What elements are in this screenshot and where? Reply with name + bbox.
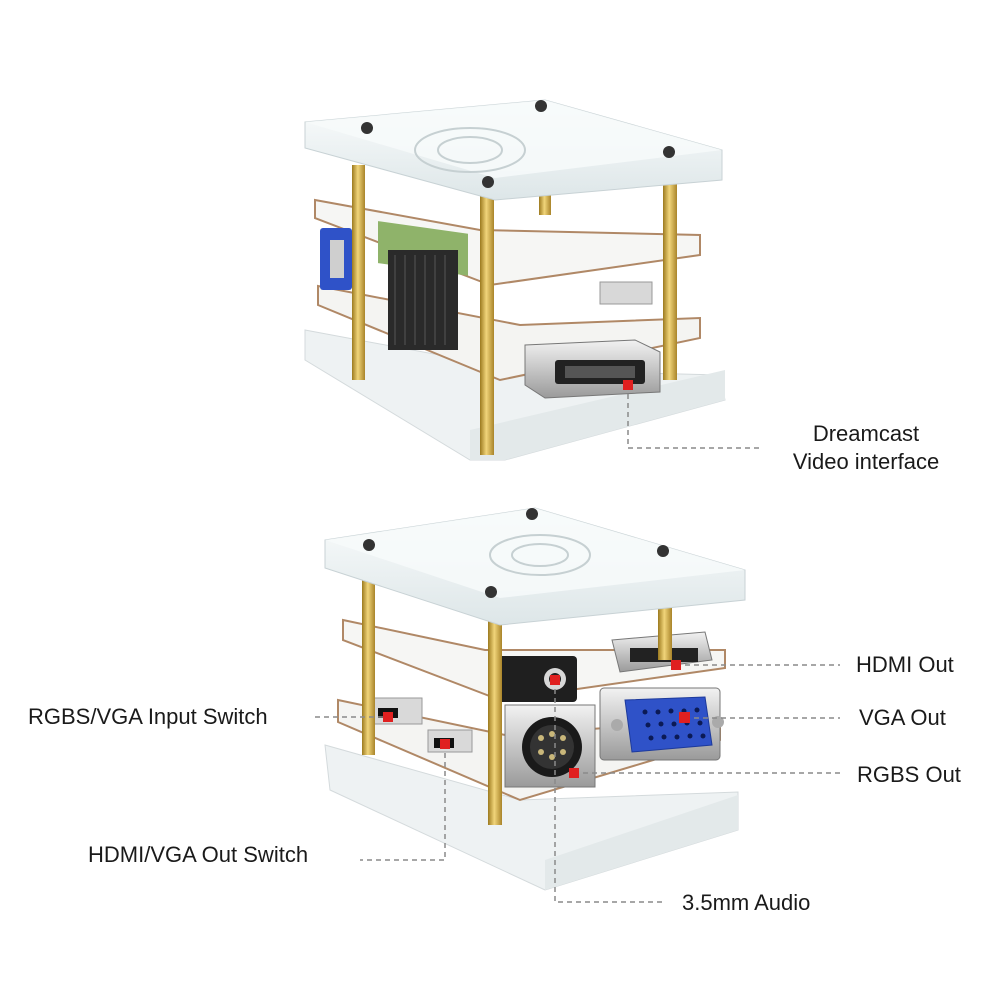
marker-dreamcast bbox=[623, 380, 633, 390]
leader-hdmi-vga-switch bbox=[360, 744, 446, 861]
callout-leaders bbox=[315, 385, 840, 903]
marker-audio bbox=[550, 675, 560, 685]
hdmi-vga-switch-label: HDMI/VGA Out Switch bbox=[88, 842, 309, 867]
dreamcast-label: Dreamcast Video interface bbox=[771, 420, 961, 476]
rgbs-out-label: RGBS Out bbox=[857, 762, 961, 787]
vga-out-label: VGA Out bbox=[859, 705, 946, 730]
audio-jack bbox=[497, 656, 577, 702]
audio-label: 3.5mm Audio bbox=[682, 890, 811, 915]
marker-rgbs bbox=[569, 768, 579, 778]
callout-markers bbox=[383, 380, 690, 778]
rgbs-vga-switch-label: RGBS/VGA Input Switch bbox=[28, 704, 268, 729]
leader-dreamcast bbox=[627, 385, 760, 449]
dreamcast-label-line2: Video interface bbox=[792, 449, 940, 474]
rgbs-port bbox=[504, 704, 596, 788]
dreamcast-label-line1: Dreamcast bbox=[812, 421, 920, 446]
vga-port bbox=[599, 687, 724, 761]
hdmi-out-label: HDMI Out bbox=[856, 652, 954, 677]
marker-hdmi-vga-switch bbox=[440, 739, 450, 749]
top-case-unit bbox=[304, 99, 726, 461]
bottom-case-unit bbox=[324, 507, 746, 891]
dreamcast-connector bbox=[524, 339, 661, 399]
marker-hdmi bbox=[671, 660, 681, 670]
marker-vga bbox=[679, 712, 690, 723]
leader-audio bbox=[554, 680, 665, 903]
marker-rgbs-vga-switch bbox=[383, 712, 393, 722]
